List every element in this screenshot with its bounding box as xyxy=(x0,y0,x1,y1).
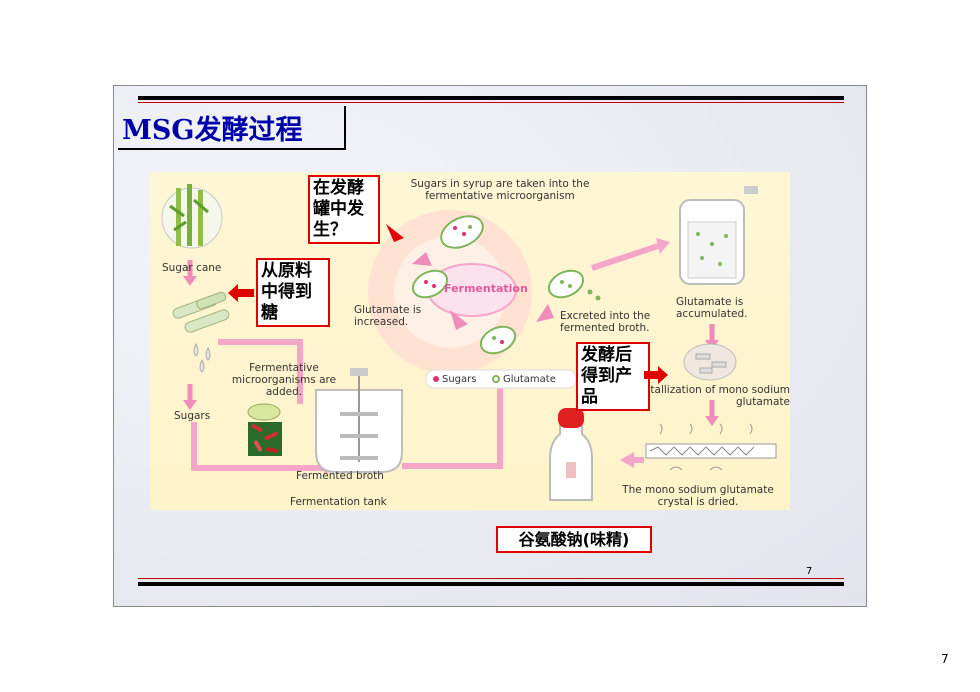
label-fermentation-tank: Fermentation tank xyxy=(290,496,387,508)
arrow-head-4 xyxy=(705,416,719,426)
label-dried: The mono sodium glutamate crystal is dri… xyxy=(622,484,774,508)
note-product-arrow-icon xyxy=(644,366,668,384)
bottom-rule-thin xyxy=(138,578,844,579)
flow-line-to-tank xyxy=(191,422,324,471)
label-sugar-cane: Sugar cane xyxy=(162,262,222,274)
slide-number: 7 xyxy=(806,566,813,577)
legend-sugars-dot xyxy=(433,376,439,382)
arrow-left-dryer xyxy=(620,452,634,468)
label-sugars-syrup: Sugars in syrup are taken into the ferme… xyxy=(410,178,590,202)
cycle-arrows xyxy=(412,252,554,330)
fermentation-tank-icon xyxy=(315,368,403,473)
label-glutamate-increased: Glutamate is increased. xyxy=(354,304,422,328)
arrow-head-2 xyxy=(183,400,197,410)
slide-title: MSG发酵过程 xyxy=(122,115,303,146)
note-raw-arrow-icon xyxy=(228,284,254,302)
arrow-head-accumulate xyxy=(656,238,670,254)
legend-glutamate-dot xyxy=(492,375,500,383)
note-fermenter-arrow-icon xyxy=(386,224,404,242)
note-product: 发酵后得到产品 xyxy=(576,342,650,411)
dryer-conveyor-icon xyxy=(645,423,777,471)
glutamate-tank-icon xyxy=(679,186,758,285)
legend-glutamate-label: Glutamate xyxy=(503,374,556,385)
slide: MSG发酵过程 xyxy=(113,85,867,607)
microorganism-cell-icon xyxy=(411,215,601,355)
bottom-rule xyxy=(138,582,844,586)
label-excreted: Excreted into the fermented broth. xyxy=(560,310,651,334)
page-number: 7 xyxy=(941,652,949,666)
crystals-icon xyxy=(683,343,737,381)
title-box: MSG发酵过程 xyxy=(118,106,346,150)
label-fermentation: Fermentation xyxy=(444,282,528,295)
sugar-cane-icon xyxy=(161,184,223,249)
label-fermentative-added: Fermentative microorganisms are added. xyxy=(231,362,337,398)
label-fermented-broth: Fermented broth xyxy=(296,470,384,482)
arrow-to-accumulate xyxy=(591,243,659,271)
legend-sugars-label: Sugars xyxy=(442,374,477,385)
top-rule-thin xyxy=(138,102,844,103)
msg-bottle-icon xyxy=(549,408,593,501)
flow-line-micro xyxy=(218,339,303,404)
msg-process-diagram: Sugars in syrup are taken into the ferme… xyxy=(150,172,790,510)
note-msg: 谷氨酸钠(味精) xyxy=(496,526,652,553)
arrow-head-1 xyxy=(183,276,197,286)
label-crystallization: Crystallization of mono sodium glutamate xyxy=(627,384,790,408)
label-sugars: Sugars xyxy=(174,410,211,422)
diagram-graphics xyxy=(161,184,777,501)
flow-line-broth xyxy=(402,382,503,469)
cane-pieces-icon xyxy=(172,291,230,333)
note-fermenter: 在发酵罐中发生？ xyxy=(308,175,380,244)
note-raw: 从原料中得到糖 xyxy=(256,258,330,327)
top-rule xyxy=(138,96,844,100)
sugar-drops-icon xyxy=(193,342,211,373)
bacteria-image xyxy=(248,422,282,456)
microorganism-capsule-icon xyxy=(247,403,281,421)
label-glutamate-accumulated: Glutamate is accumulated. xyxy=(676,296,748,320)
